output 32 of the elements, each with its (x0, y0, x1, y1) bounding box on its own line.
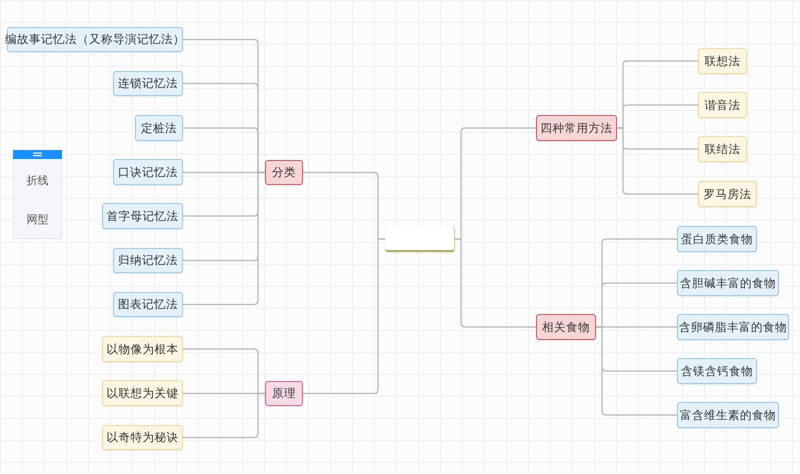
connector-line (303, 238, 385, 394)
root-box (385, 226, 455, 252)
topic-box: 编故事记忆法（又称导演记忆法） (7, 27, 183, 52)
menu-item: 网型 (26, 212, 50, 227)
topic-box: 图表记忆法 (113, 292, 183, 317)
topic-box: 以物像为根本 (102, 336, 183, 362)
connector-line (596, 326, 677, 416)
category-box: 四种常用方法 (536, 115, 617, 141)
topic-box: 蛋白质类食物 (677, 226, 757, 252)
category-box: 原理 (265, 381, 303, 406)
topic-box: 联结法 (698, 136, 747, 162)
connector-line (183, 392, 265, 438)
topic-box: 首字母记忆法 (102, 203, 183, 229)
topic-box: 归纳记忆法 (113, 248, 183, 273)
category-box: 分类 (265, 160, 303, 185)
topic-box: 连锁记忆法 (113, 71, 183, 96)
menu-item: 折线 (26, 173, 50, 188)
connector-line (455, 238, 536, 328)
topic-box: 联想法 (698, 48, 747, 74)
category-box: 相关食物 (536, 314, 596, 340)
topic-box: 谐音法 (698, 92, 747, 118)
connector-line (183, 172, 265, 306)
topic-box: 富含维生素的食物 (677, 402, 779, 428)
topic-box: 口诀记忆法 (113, 159, 183, 185)
topic-box: 含镁含钙食物 (677, 358, 757, 384)
topic-box: 定桩法 (135, 115, 183, 141)
connector-line (617, 127, 698, 195)
topic-box: 以联想为关键 (102, 380, 183, 406)
topic-box: 含胆碱丰富的食物 (677, 270, 779, 296)
topic-box: 罗马房法 (698, 181, 757, 207)
topic-box: 以奇特为秘诀 (102, 425, 183, 450)
topic-box: 含卵磷脂丰富的食物 (677, 314, 789, 340)
